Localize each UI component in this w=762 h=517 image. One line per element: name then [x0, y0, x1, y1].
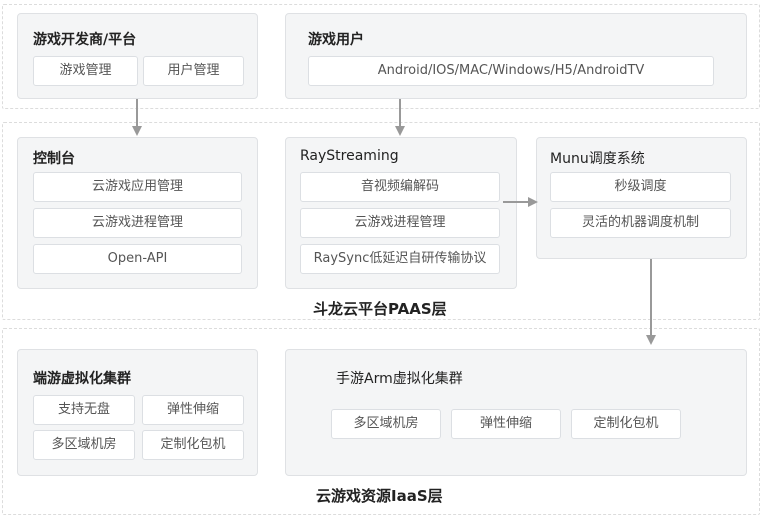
munu-item-fast-scheduling: 秒级调度: [550, 172, 731, 202]
raystreaming-item-process-management: 云游戏进程管理: [300, 208, 500, 238]
pc-cluster-item-elastic: 弹性伸缩: [142, 395, 244, 425]
developer-item-game-management: 游戏管理: [33, 56, 138, 86]
pc-cluster-box: 端游虚拟化集群 支持无盘 弹性伸缩 多区域机房 定制化包机: [17, 349, 258, 476]
arm-cluster-item-custom: 定制化包机: [571, 409, 681, 439]
arm-cluster-item-multi-region: 多区域机房: [331, 409, 441, 439]
console-item-app-management: 云游戏应用管理: [33, 172, 242, 202]
pc-cluster-title: 端游虚拟化集群: [33, 371, 131, 387]
raystreaming-item-raysync: RaySync低延迟自研传输协议: [300, 244, 500, 274]
pc-cluster-item-diskless: 支持无盘: [33, 395, 135, 425]
raystreaming-title: RayStreaming: [300, 148, 399, 164]
console-item-open-api: Open-API: [33, 244, 242, 274]
console-title: 控制台: [33, 151, 75, 167]
paas-layer-label: 斗龙云平台PAAS层: [313, 300, 447, 318]
developer-box: 游戏开发商/平台 游戏管理 用户管理: [17, 13, 258, 99]
raystreaming-item-codec: 音视频编解码: [300, 172, 500, 202]
arm-cluster-title: 手游Arm虚拟化集群: [336, 371, 463, 387]
users-box: 游戏用户 Android/IOS/MAC/Windows/H5/AndroidT…: [285, 13, 747, 99]
paas-band: [2, 122, 760, 320]
developer-item-user-management: 用户管理: [143, 56, 244, 86]
console-item-process-management: 云游戏进程管理: [33, 208, 242, 238]
iaas-layer-label: 云游戏资源IaaS层: [316, 487, 443, 505]
raystreaming-box: RayStreaming 音视频编解码 云游戏进程管理 RaySync低延迟自研…: [285, 137, 517, 289]
developer-title: 游戏开发商/平台: [33, 32, 137, 48]
console-box: 控制台 云游戏应用管理 云游戏进程管理 Open-API: [17, 137, 258, 289]
users-title: 游戏用户: [308, 32, 364, 48]
munu-box: Munu调度系统 秒级调度 灵活的机器调度机制: [536, 137, 747, 259]
pc-cluster-item-multi-region: 多区域机房: [33, 430, 135, 460]
munu-item-flexible-scheduling: 灵活的机器调度机制: [550, 208, 731, 238]
iaas-band: [2, 328, 760, 515]
users-platforms: Android/IOS/MAC/Windows/H5/AndroidTV: [308, 56, 714, 86]
munu-title: Munu调度系统: [550, 151, 645, 167]
arm-cluster-box: 手游Arm虚拟化集群 多区域机房 弹性伸缩 定制化包机: [285, 349, 747, 476]
pc-cluster-item-custom: 定制化包机: [142, 430, 244, 460]
arm-cluster-item-elastic: 弹性伸缩: [451, 409, 561, 439]
top-band: [2, 4, 760, 109]
